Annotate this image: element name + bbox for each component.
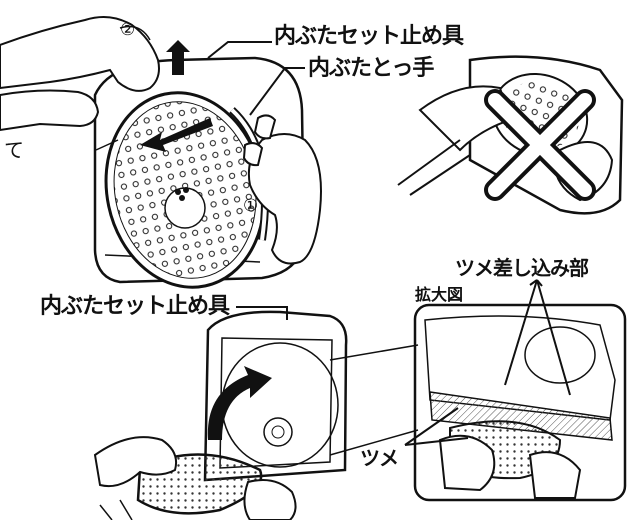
label-lid-handle: 内ぶたとっ手 — [308, 58, 433, 80]
step-2-marker: ② — [120, 22, 135, 39]
label-hook-slot: ツメ差し込み部 — [455, 258, 588, 278]
left-text-fragment: て — [4, 140, 23, 160]
leader-lid-stopper-top — [208, 42, 272, 58]
label-magnified: 拡大図 — [415, 287, 463, 303]
step-1-marker: ① — [243, 198, 258, 215]
label-lid-stopper-bottom: 内ぶたセット止め具 — [40, 296, 229, 318]
label-lid-stopper-top: 内ぶたセット止め具 — [274, 26, 463, 48]
lower-left-hand — [0, 91, 98, 130]
label-hook: ツメ — [360, 448, 398, 468]
